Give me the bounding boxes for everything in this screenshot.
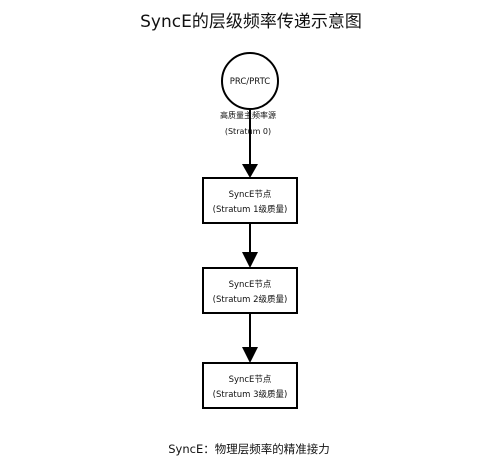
synce-node-3: SyncE节点 (Stratum 3级质量) (202, 362, 298, 409)
synce-node-1: SyncE节点 (Stratum 1级质量) (202, 177, 298, 224)
synce-node-2-title: SyncE节点 (229, 280, 272, 290)
synce-node-2: SyncE节点 (Stratum 2级质量) (202, 267, 298, 314)
synce-node-2-box (202, 267, 298, 314)
synce-node-3-box (202, 362, 298, 409)
diagram-title: SyncE的层级频率传递示意图 (140, 12, 362, 32)
source-node: PRC/PRTC (221, 52, 279, 110)
synce-node-3-stratum: (Stratum 3级质量) (213, 389, 288, 400)
source-description-line2: (Stratum 0) (225, 127, 271, 136)
arrow-source-to-node-1 (242, 110, 258, 178)
arrow-node-2-to-node-3 (242, 313, 258, 363)
synce-node-1-title: SyncE节点 (229, 190, 272, 200)
synce-node-2-stratum: (Stratum 2级质量) (213, 294, 288, 305)
synce-node-1-box (202, 177, 298, 224)
diagram-caption: SyncE：物理层频率的精准接力 (168, 442, 329, 456)
source-circle (221, 52, 279, 110)
synce-node-3-title: SyncE节点 (229, 375, 272, 385)
arrow-node-1-to-node-2 (242, 223, 258, 268)
synce-node-1-stratum: (Stratum 1级质量) (213, 204, 288, 215)
source-label: PRC/PRTC (230, 77, 271, 87)
source-description-line1: 高质量主频率源 (220, 110, 276, 120)
